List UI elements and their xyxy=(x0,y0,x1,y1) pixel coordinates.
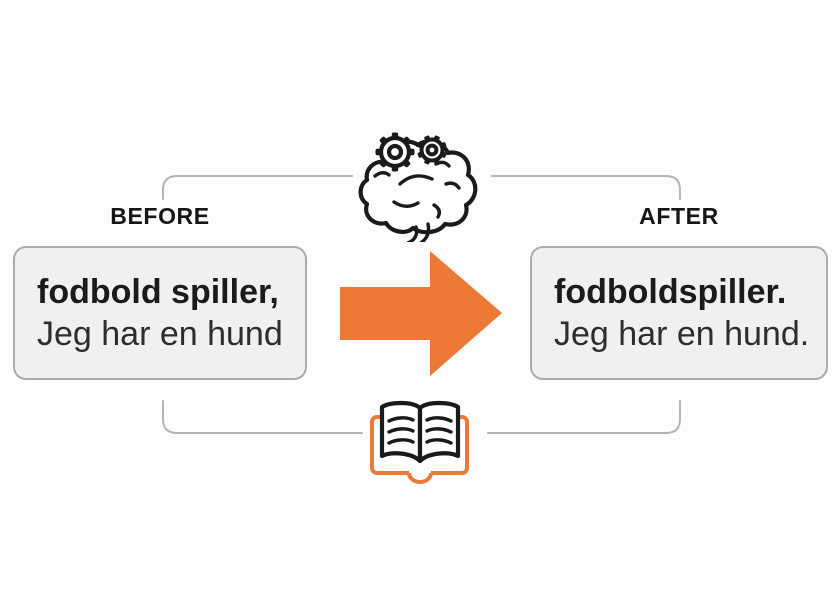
brain-with-gears-icon xyxy=(358,132,478,242)
connector-bottom-left xyxy=(162,400,363,434)
before-label: BEFORE xyxy=(110,203,210,229)
brain-fold xyxy=(398,174,434,186)
open-book-icon xyxy=(370,400,469,484)
book-text-line xyxy=(387,438,415,445)
brain-fold xyxy=(373,171,391,178)
book-text-line xyxy=(425,416,453,423)
book-text-line xyxy=(425,438,453,445)
gear-large-icon xyxy=(375,132,415,172)
connector-top-left xyxy=(162,175,353,200)
book-text-line xyxy=(425,427,453,434)
after-line2: Jeg har en hund. xyxy=(554,315,810,353)
brain-stem-2 xyxy=(419,222,431,242)
book-text-line xyxy=(387,416,415,423)
brain-fold xyxy=(444,181,461,190)
connector-bottom-right xyxy=(487,400,681,434)
brain-fold xyxy=(392,200,420,208)
after-label: AFTER xyxy=(639,203,719,229)
after-line1: fodboldspiller. xyxy=(554,273,787,311)
before-line2: Jeg har en hund xyxy=(37,315,283,353)
before-line1: fodbold spiller, xyxy=(37,273,279,311)
before-text-box: fodbold spiller, Jeg har en hund xyxy=(13,246,307,380)
after-text-box: fodboldspiller. Jeg har en hund. xyxy=(530,246,828,380)
gear-small-icon xyxy=(417,135,447,165)
brain-fold xyxy=(432,203,442,219)
book-text-line xyxy=(387,427,415,434)
arrow-shape xyxy=(340,251,502,376)
book-cover-notch xyxy=(407,472,433,484)
brain-stem xyxy=(406,225,419,242)
connector-top-right xyxy=(491,175,681,200)
